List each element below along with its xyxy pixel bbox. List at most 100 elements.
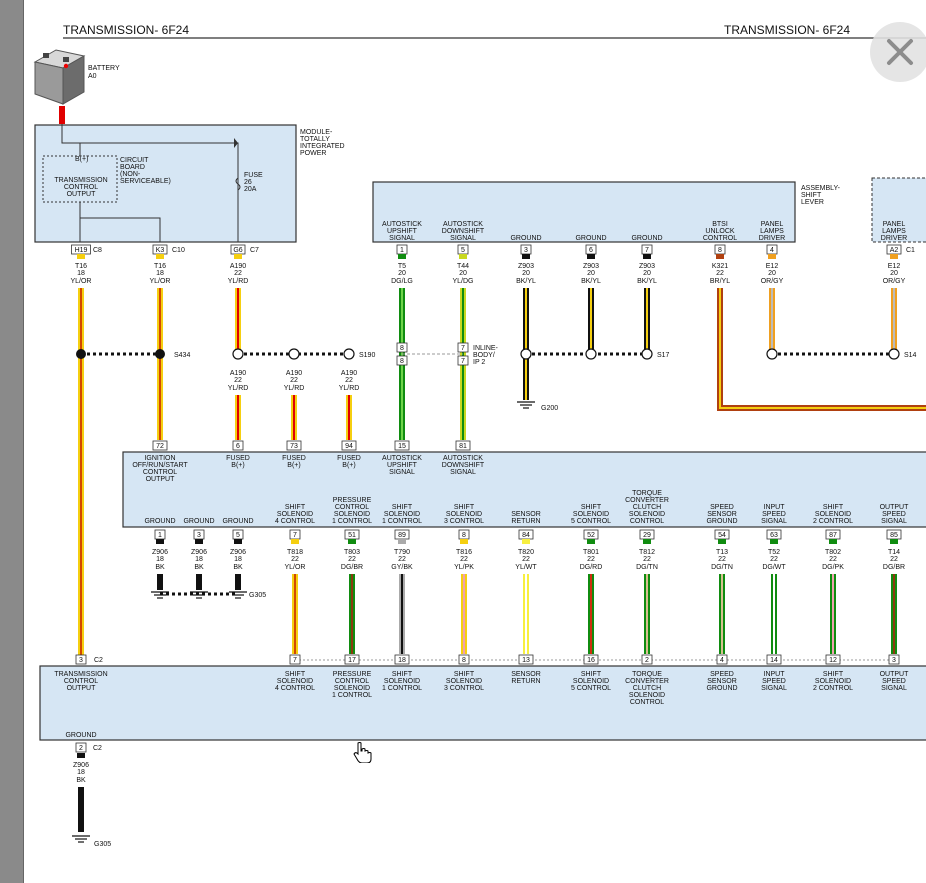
bottom-ground-label: GROUND bbox=[65, 732, 96, 739]
wire-color-10: OR/GY bbox=[883, 278, 906, 285]
tcm-wire-color-9: DG/TN bbox=[636, 564, 658, 571]
header-title-right: TRANSMISSION- 6F24 bbox=[724, 23, 850, 37]
tcm-pin-label-2: GROUND bbox=[222, 518, 253, 525]
pin-stub-7 bbox=[643, 254, 651, 259]
trans-pin-label-9: SHIFT bbox=[823, 671, 844, 678]
a190-id-2: A190 bbox=[341, 370, 357, 377]
tcm-wire-id-0: Z906 bbox=[152, 549, 168, 556]
tcm-pin-label-10: GROUND bbox=[706, 518, 737, 525]
tcm-wire-color-3: YL/OR bbox=[284, 564, 305, 571]
wire-id-0: T16 bbox=[75, 263, 87, 270]
wire-gauge-4: 20 bbox=[459, 270, 467, 277]
trans-pin-label-10: OUTPUT bbox=[880, 671, 910, 678]
trans-pin-label-1: PRESSURE bbox=[333, 671, 372, 678]
tcm-wire-gauge-7: 22 bbox=[522, 556, 530, 563]
trans-pin-7-num: 4 bbox=[720, 657, 724, 664]
bplus-label: B(+) bbox=[75, 156, 88, 163]
wire-id-9: E12 bbox=[766, 263, 779, 270]
board-line: SERVICEABLE) bbox=[120, 178, 171, 185]
tcm-wire-id-4: T803 bbox=[344, 549, 360, 556]
close-button[interactable] bbox=[870, 22, 926, 82]
shifter-line: LEVER bbox=[801, 199, 824, 206]
pin-conn-0: C8 bbox=[93, 247, 102, 254]
module-tipm bbox=[34, 124, 297, 243]
tcm-pin-label-8: SOLENOID bbox=[573, 511, 609, 518]
trans-pin-8-num: 14 bbox=[770, 657, 778, 664]
tcm-wire-gauge-11: 22 bbox=[770, 556, 778, 563]
pin-stub-9 bbox=[768, 254, 776, 259]
inline-label: INLINE- bbox=[473, 345, 499, 352]
trans-pin-2 bbox=[394, 654, 410, 665]
tcm-wire-id-9: T812 bbox=[639, 549, 655, 556]
wiring-diagram-page[interactable]: TRANSMISSION- 6F24 TRANSMISSION- 6F24 BA… bbox=[23, 0, 926, 883]
tcm-in-label-1: B(+) bbox=[231, 462, 244, 469]
pin-conn-10: C1 bbox=[906, 247, 915, 254]
tcm-in-label-0: CONTROL bbox=[143, 469, 177, 476]
trans-pin-label-6: CONTROL bbox=[630, 699, 664, 706]
pin-label-9: LAMPS bbox=[760, 228, 784, 235]
wire-id-6: Z903 bbox=[583, 263, 599, 270]
transmission-block bbox=[39, 665, 926, 741]
wire-gauge-1: 18 bbox=[156, 270, 164, 277]
board-line: (NON- bbox=[120, 171, 141, 178]
tcm-in-label-1: FUSED bbox=[226, 455, 250, 462]
tcm-upper-block bbox=[122, 451, 926, 528]
trans-pin-9 bbox=[825, 654, 841, 665]
trans-pin-label-2: SOLENOID bbox=[384, 678, 420, 685]
tcm-pin-1-num: 3 bbox=[197, 532, 201, 539]
tcm-pin-9-num: 29 bbox=[643, 532, 651, 539]
tcm-pin-6-num: 8 bbox=[462, 532, 466, 539]
pin-1-num: K3 bbox=[156, 247, 165, 254]
splice-ring bbox=[766, 348, 778, 360]
wire-id-7: Z903 bbox=[639, 263, 655, 270]
trans-pin-6-num: 2 bbox=[645, 657, 649, 664]
a190-gauge-2: 22 bbox=[345, 377, 353, 384]
trans-pin-label-3: SOLENOID bbox=[446, 678, 482, 685]
trans-pin-label-5: SOLENOID bbox=[573, 678, 609, 685]
tcm-pin-label-5: SHIFT bbox=[392, 504, 413, 511]
board-line: BOARD bbox=[120, 164, 145, 171]
ground-icon-2 bbox=[229, 591, 247, 599]
trans-pin-label-0: SHIFT bbox=[285, 671, 306, 678]
output-line: TRANSMISSION bbox=[54, 177, 107, 184]
splice-dot bbox=[76, 349, 86, 359]
tcm-in-pin-3 bbox=[341, 440, 357, 451]
trans-pin-7 bbox=[716, 654, 728, 665]
pin-label-4: SIGNAL bbox=[450, 235, 476, 242]
wire-id-3: T5 bbox=[398, 263, 406, 270]
tcm-pin-label-3: SOLENOID bbox=[277, 511, 313, 518]
tcm-in-label-4: AUTOSTICK bbox=[382, 455, 422, 462]
a190-color-2: YL/RD bbox=[339, 385, 360, 392]
tcm-wire-id-7: T820 bbox=[518, 549, 534, 556]
ground-icon-0 bbox=[151, 591, 169, 599]
wire-id-8: K321 bbox=[712, 263, 728, 270]
tcm-pin-label-7: RETURN bbox=[511, 518, 540, 525]
tcm-pin-stub-7 bbox=[522, 539, 530, 544]
tcm-wire-color-4: DG/BR bbox=[341, 564, 363, 571]
wire-gauge-2: 22 bbox=[234, 270, 242, 277]
tcm-pin-label-13: SPEED bbox=[882, 511, 906, 518]
tcm-in-label-4: SIGNAL bbox=[389, 469, 415, 476]
tcm-pin-label-9: CLUTCH bbox=[633, 504, 661, 511]
tcm-wire-id-2: Z906 bbox=[230, 549, 246, 556]
bottom-ground-conn: C2 bbox=[93, 745, 102, 752]
trans-pin-2-num: 18 bbox=[398, 657, 406, 664]
wire-id-1: T16 bbox=[154, 263, 166, 270]
bottom-ground-pin-num: 2 bbox=[79, 745, 83, 752]
tcm-pin-stub-2 bbox=[234, 539, 242, 544]
trans-pin-label-3: SHIFT bbox=[454, 671, 475, 678]
trans-pin-label-3: 3 CONTROL bbox=[444, 685, 484, 692]
pin-stub-0 bbox=[77, 254, 85, 259]
tcm-wire-gauge-2: 18 bbox=[234, 556, 242, 563]
tcm-in-label-0: IGNITION bbox=[144, 455, 175, 462]
splice-s14-label: S14 bbox=[904, 352, 917, 359]
tcm-in-pin-5-num: 81 bbox=[459, 443, 467, 450]
tcm-wire-color-1: BK bbox=[194, 564, 204, 571]
trans-pin-label-9: SOLENOID bbox=[815, 678, 851, 685]
wire-color-6: BK/YL bbox=[581, 278, 601, 285]
module-name-line: MODULE- bbox=[300, 129, 333, 136]
tcm-pin-label-5: 1 CONTROL bbox=[382, 518, 422, 525]
tcm-in-label-0: OUTPUT bbox=[146, 476, 176, 483]
tcm-pin-label-7: SENSOR bbox=[511, 511, 541, 518]
